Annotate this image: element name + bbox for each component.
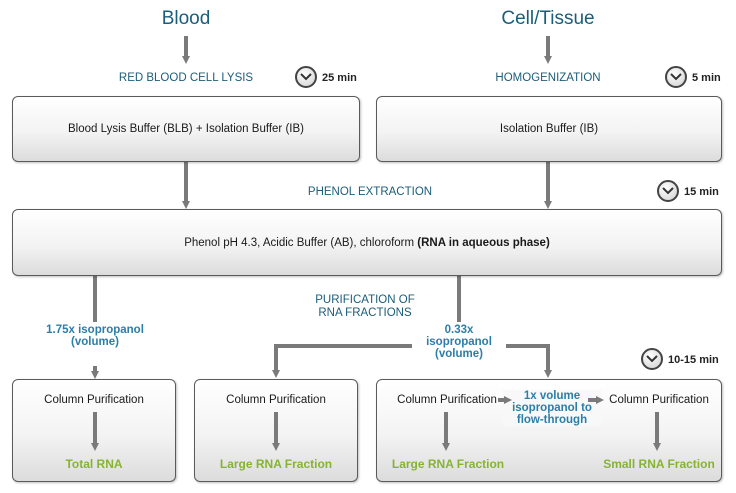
phenol-extraction-label: Phenol pH 4.3, Acidic Buffer (AB), chlor… (184, 237, 550, 249)
isolation-buffer-label: Isolation Buffer (IB) (499, 123, 599, 135)
clock-icon (641, 348, 663, 370)
column-purification-label: Column Purification (397, 394, 497, 406)
blood-lysis-buffer-box: Blood Lysis Buffer (BLB) + Isolation Buf… (12, 96, 360, 162)
phenol-extraction-box: Phenol pH 4.3, Acidic Buffer (AB), chlor… (12, 209, 722, 276)
clock-icon (295, 66, 317, 88)
isopropanol-1-75x: 1.75x isopropanol (volume) (46, 324, 144, 348)
homogenization-time: 5 min (692, 72, 721, 84)
blood-heading: Blood (161, 8, 211, 29)
rna-aqueous-note: (RNA in aqueous phase) (417, 236, 550, 249)
isopropanol-flow-through: 1x volume isopropanol to flow-through (503, 390, 601, 426)
rbc-lysis-time: 25 min (322, 72, 357, 84)
purification-step: PURIFICATION OF RNA FRACTIONS (315, 294, 415, 319)
clock-icon (657, 180, 679, 202)
phenol-extraction-time: 15 min (684, 186, 719, 198)
isopropanol-0-33x: 0.33x isopropanol (volume) (412, 324, 506, 360)
phenol-reagents: Phenol pH 4.3, Acidic Buffer (AB), chlor… (184, 236, 418, 249)
arrow-split-right (498, 344, 552, 378)
purification-time: 10-15 min (668, 354, 719, 366)
isolation-buffer-box: Isolation Buffer (IB) (376, 96, 722, 162)
clock-icon (665, 66, 687, 88)
arrow-split-left (272, 344, 412, 378)
column-purification-large-box: Column Purification Large RNA Fraction (194, 379, 358, 482)
column-purification-total-box: Column Purification Total RNA (12, 379, 176, 482)
cell-tissue-heading: Cell/Tissue (501, 8, 595, 29)
rbc-lysis-step: RED BLOOD CELL LYSIS (118, 72, 254, 84)
column-purification-label: Column Purification (609, 394, 709, 406)
large-rna-output: Large RNA Fraction (219, 457, 333, 471)
column-purification-label: Column Purification (226, 394, 326, 406)
homogenization-step: HOMOGENIZATION (495, 72, 601, 84)
column-purification-label: Column Purification (44, 394, 144, 406)
column-purification-fraction-box: Column Purification 1x volume isopropano… (376, 379, 722, 482)
blood-lysis-buffer-label: Blood Lysis Buffer (BLB) + Isolation Buf… (68, 123, 304, 135)
total-rna-output: Total RNA (65, 457, 123, 471)
phenol-extraction-step: PHENOL EXTRACTION (307, 186, 433, 198)
small-rna-output: Small RNA Fraction (603, 457, 715, 471)
large-rna-output: Large RNA Fraction (391, 457, 505, 471)
